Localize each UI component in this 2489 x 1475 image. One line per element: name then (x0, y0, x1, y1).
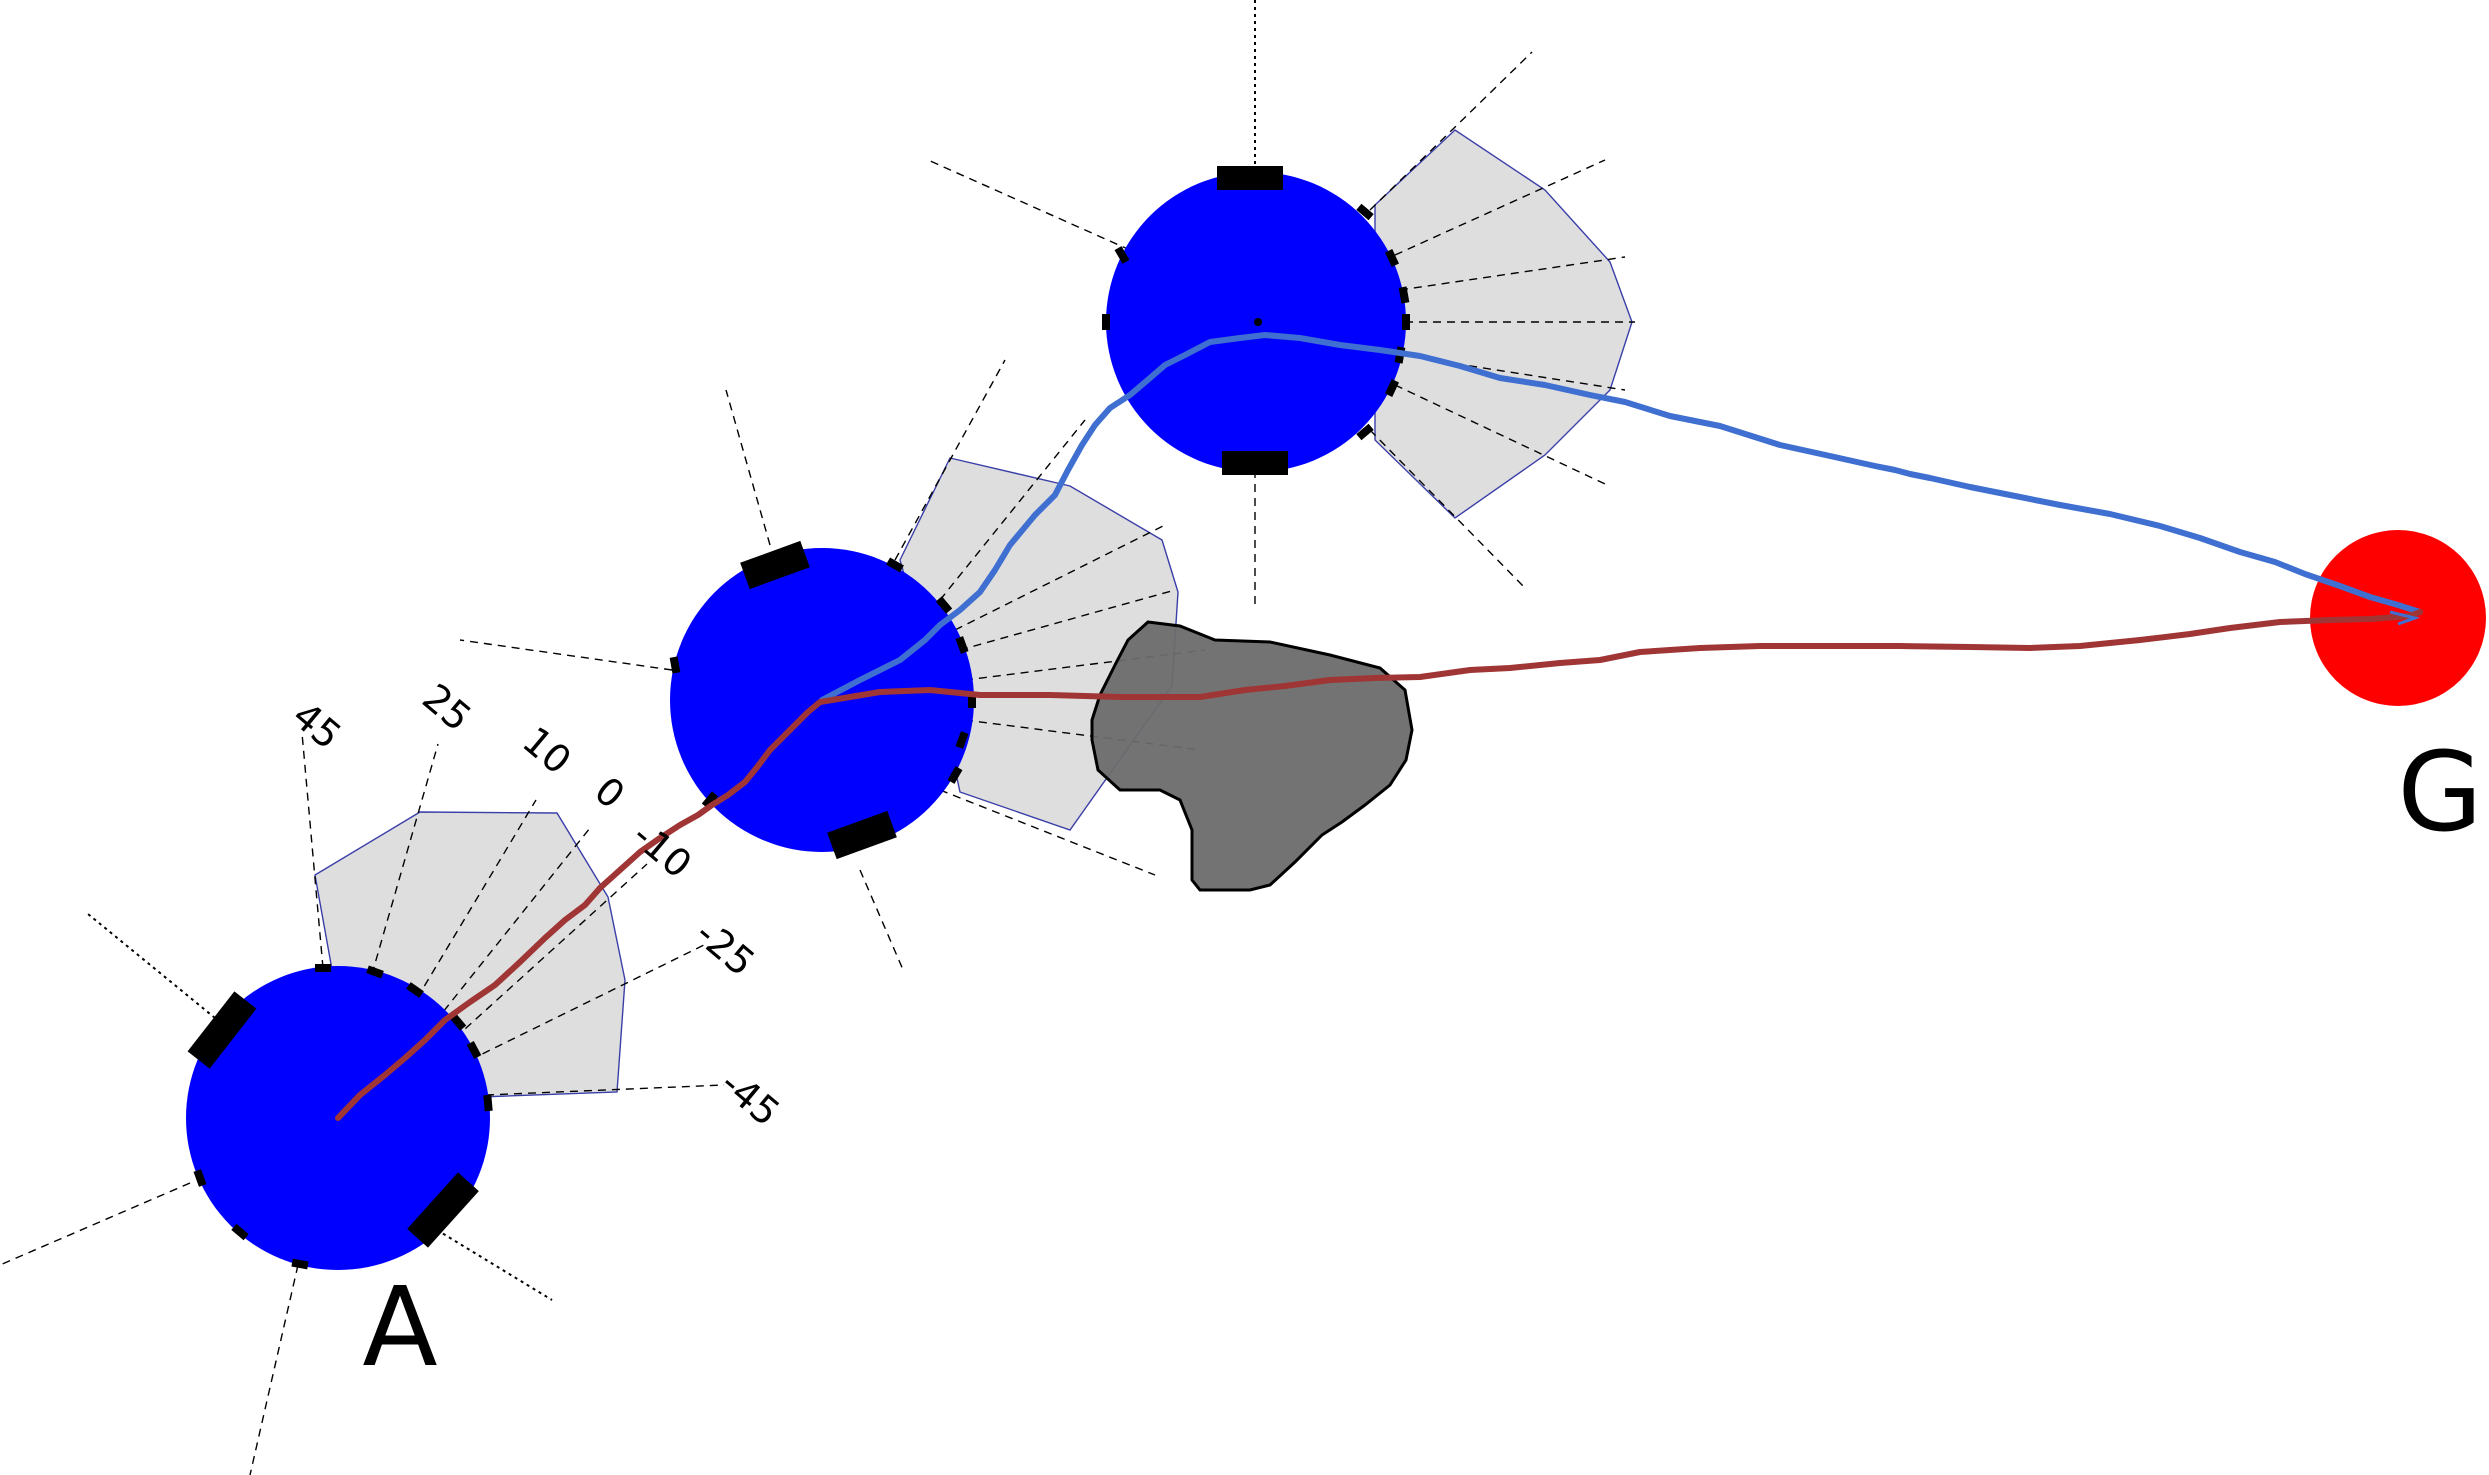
obstacle-blob (1090, 620, 1414, 892)
start-label: A (362, 1263, 437, 1391)
wheel-icon (187, 991, 257, 1069)
angle-label-minus10: -10 (624, 813, 700, 887)
angle-label-45: 45 (284, 693, 349, 758)
angle-label-0: 0 (586, 768, 633, 817)
robot-top-group (927, 0, 1635, 605)
goal-label: G (2397, 728, 2482, 856)
angle-label-10: 10 (514, 718, 579, 783)
sensor-rays-start (0, 732, 725, 1475)
sensor-ticks-start (193, 964, 493, 1270)
path-blue (819, 332, 2423, 703)
robot-top-center-dot (1254, 318, 1262, 326)
sensor-region-top (1374, 129, 1633, 519)
wheel-icon (407, 1172, 479, 1248)
wheel-icon (1217, 166, 1283, 190)
sensor-ticks-middle (669, 557, 976, 809)
angle-label-25: 25 (414, 675, 479, 740)
goal-tip-marker (2389, 610, 2421, 626)
wheel-icon (1222, 451, 1288, 475)
path-red (335, 609, 2423, 1121)
wheel-icon (827, 810, 897, 860)
sensor-rays-top (927, 0, 1635, 605)
angle-label-minus45: -45 (712, 1061, 788, 1135)
wheel-icon (740, 540, 810, 590)
angle-label-minus25: -25 (687, 911, 763, 985)
